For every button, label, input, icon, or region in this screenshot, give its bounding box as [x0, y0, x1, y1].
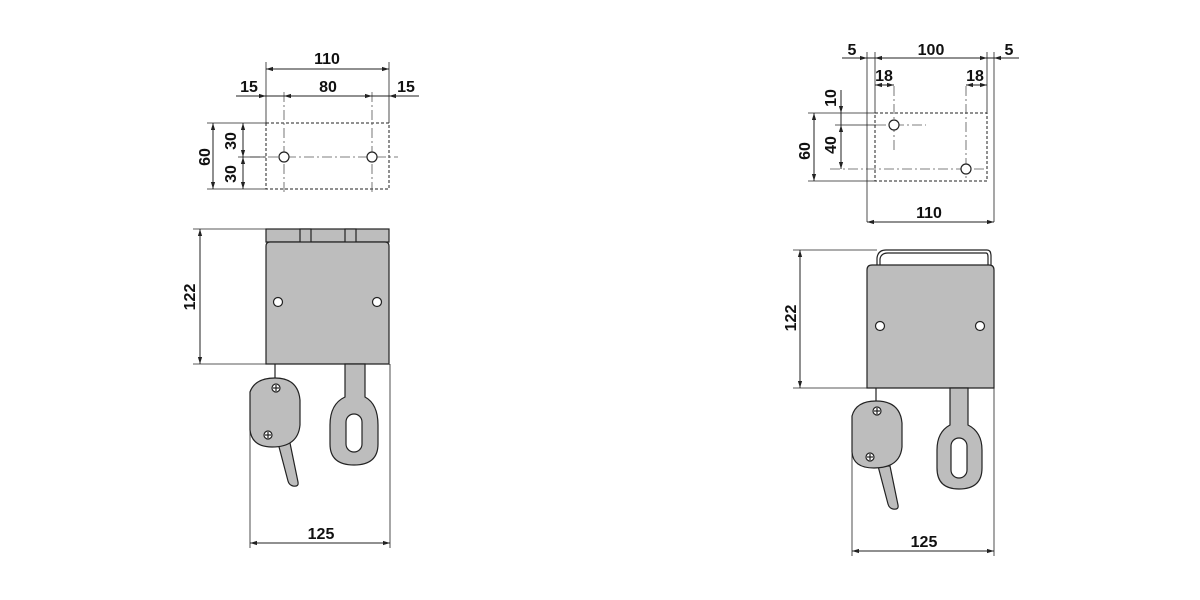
dim-left-side-total: 60 — [197, 148, 214, 166]
left-device — [249, 228, 390, 487]
right-device-housing — [866, 264, 995, 389]
right-device — [851, 249, 995, 510]
left-housing-screw-1 — [272, 296, 284, 308]
right-eye-slot — [950, 437, 968, 479]
dim-right-bottom-width: 125 — [911, 534, 938, 551]
left-housing-screw-2 — [371, 296, 383, 308]
left-mounting-outline — [265, 122, 390, 190]
left-view: 110 15 80 15 60 30 30 — [182, 51, 419, 548]
dim-right-top-left: 5 — [848, 42, 857, 59]
left-cable-gland — [249, 377, 301, 448]
right-device-handle-inner — [879, 252, 989, 266]
dim-left-side-upper: 30 — [223, 132, 240, 150]
left-mount-hole-1 — [278, 151, 290, 163]
right-top-dimensions: 5 100 5 18 18 — [842, 42, 1019, 222]
right-cable-gland — [851, 400, 903, 469]
right-mount-hole-1 — [888, 119, 900, 131]
dim-left-height: 122 — [182, 284, 199, 311]
left-cable — [277, 442, 299, 487]
dim-left-top-total: 110 — [314, 51, 340, 68]
dim-left-bottom-width: 125 — [308, 526, 335, 543]
right-view: 5 100 5 18 18 60 10 40 110 — [783, 42, 1019, 556]
right-mounting-outline — [874, 112, 988, 182]
left-bottom-dimension: 125 — [249, 364, 391, 548]
right-side-dimensions: 60 10 40 — [797, 89, 876, 182]
left-mount-hole-2 — [366, 151, 378, 163]
right-cable — [877, 465, 899, 510]
left-device-top-strip — [265, 228, 390, 243]
dim-right-top-right: 5 — [1005, 42, 1014, 59]
dim-right-top-mid: 100 — [918, 42, 945, 59]
dim-left-top-left: 15 — [240, 79, 258, 96]
dim-left-top-right: 15 — [397, 79, 415, 96]
dim-right-side-b: 40 — [823, 136, 840, 154]
left-mounting-plan — [250, 92, 398, 195]
left-device-tab-1 — [299, 228, 312, 244]
right-mount-hole-2 — [960, 163, 972, 175]
right-housing-screw-2 — [974, 320, 986, 332]
left-eye-slot — [345, 413, 363, 453]
dim-left-side-lower: 30 — [223, 165, 240, 183]
dim-right-offset-left: 18 — [875, 68, 893, 85]
right-bottom-dimension: 125 — [851, 388, 995, 556]
dim-right-side-a: 10 — [823, 89, 840, 107]
left-side-dimensions: 60 30 30 — [197, 122, 266, 190]
right-height-dimension: 122 — [783, 249, 877, 389]
right-device-handle — [876, 249, 992, 266]
left-top-dimensions: 110 15 80 15 — [236, 51, 419, 123]
left-height-dimension: 122 — [182, 228, 266, 365]
dim-right-width: 110 — [916, 205, 942, 222]
dim-right-height: 122 — [783, 305, 800, 332]
left-device-tab-2 — [344, 228, 357, 244]
dim-right-offset-right: 18 — [966, 68, 984, 85]
right-width-dimension: 110 — [867, 205, 994, 225]
dim-left-top-mid: 80 — [319, 79, 337, 96]
right-housing-screw-1 — [874, 320, 886, 332]
right-mounting-plan — [830, 86, 988, 182]
dim-right-side-total: 60 — [797, 142, 814, 160]
left-device-housing — [265, 241, 390, 365]
